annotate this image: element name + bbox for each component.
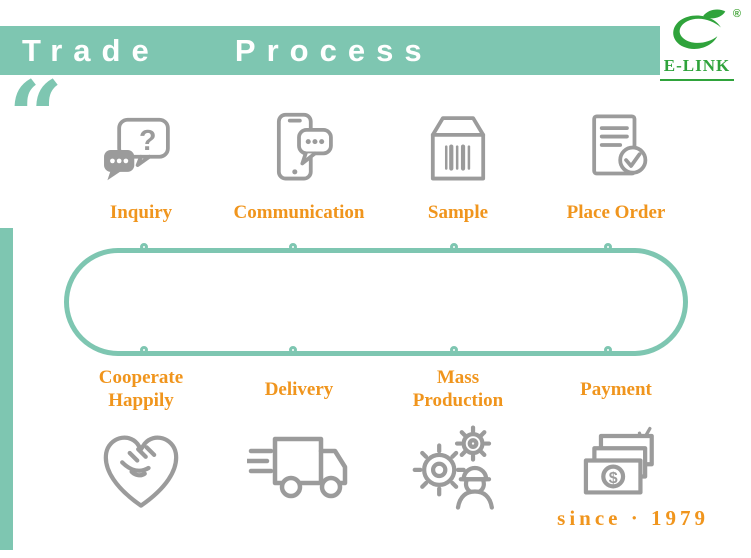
- gears-worker-icon: [378, 418, 538, 518]
- loop-node: [450, 243, 458, 251]
- loop-node: [604, 243, 612, 251]
- box-barcode-icon: [378, 106, 538, 194]
- brand-name: E-LINK: [659, 54, 735, 81]
- step-label: Place Order: [566, 202, 666, 223]
- brand-logo: ® E-LINK: [651, 8, 743, 81]
- chat-question-icon: ?: [61, 106, 221, 194]
- money-icon: $: [536, 418, 696, 518]
- svg-text:?: ?: [139, 125, 156, 157]
- quote-mark-icon: “: [8, 60, 64, 173]
- loop-node: [140, 243, 148, 251]
- step-sample: Sample: [378, 106, 538, 225]
- step-communication: Communication: [219, 106, 379, 225]
- header-bar: Trade Process: [0, 26, 660, 75]
- page-title: Trade Process: [22, 32, 433, 68]
- document-check-icon: [536, 106, 696, 194]
- step-cooperate-happily: Cooperate Happily: [61, 366, 221, 414]
- step-label: Payment: [580, 378, 652, 400]
- truck-icon: [219, 418, 379, 518]
- loop-node: [450, 346, 458, 354]
- step-inquiry: ? Inquiry: [61, 106, 221, 225]
- step-label: Cooperate Happily: [98, 367, 184, 411]
- step-place-order: Place Order: [536, 106, 696, 225]
- handshake-heart-icon: [61, 418, 221, 518]
- loop-node: [604, 346, 612, 354]
- step-delivery: Delivery: [219, 366, 379, 414]
- registered-mark: ®: [732, 8, 741, 20]
- step-mass-production: Mass Production: [378, 366, 538, 414]
- step-payment: Payment: [536, 366, 696, 414]
- loop-node: [289, 243, 297, 251]
- step-label: Mass Production: [412, 367, 504, 411]
- process-loop: [64, 248, 688, 356]
- step-label: Communication: [233, 202, 365, 223]
- loop-node: [140, 346, 148, 354]
- elink-leaf-logo-icon: [673, 9, 726, 50]
- phone-chat-icon: [219, 106, 379, 194]
- since-1979-text: since · 1979: [557, 506, 709, 530]
- svg-text:$: $: [609, 470, 618, 487]
- left-accent-bar: [0, 228, 13, 550]
- step-label: Delivery: [264, 378, 334, 400]
- step-label: Sample: [427, 202, 489, 223]
- loop-node: [289, 346, 297, 354]
- step-label: Inquiry: [109, 202, 173, 223]
